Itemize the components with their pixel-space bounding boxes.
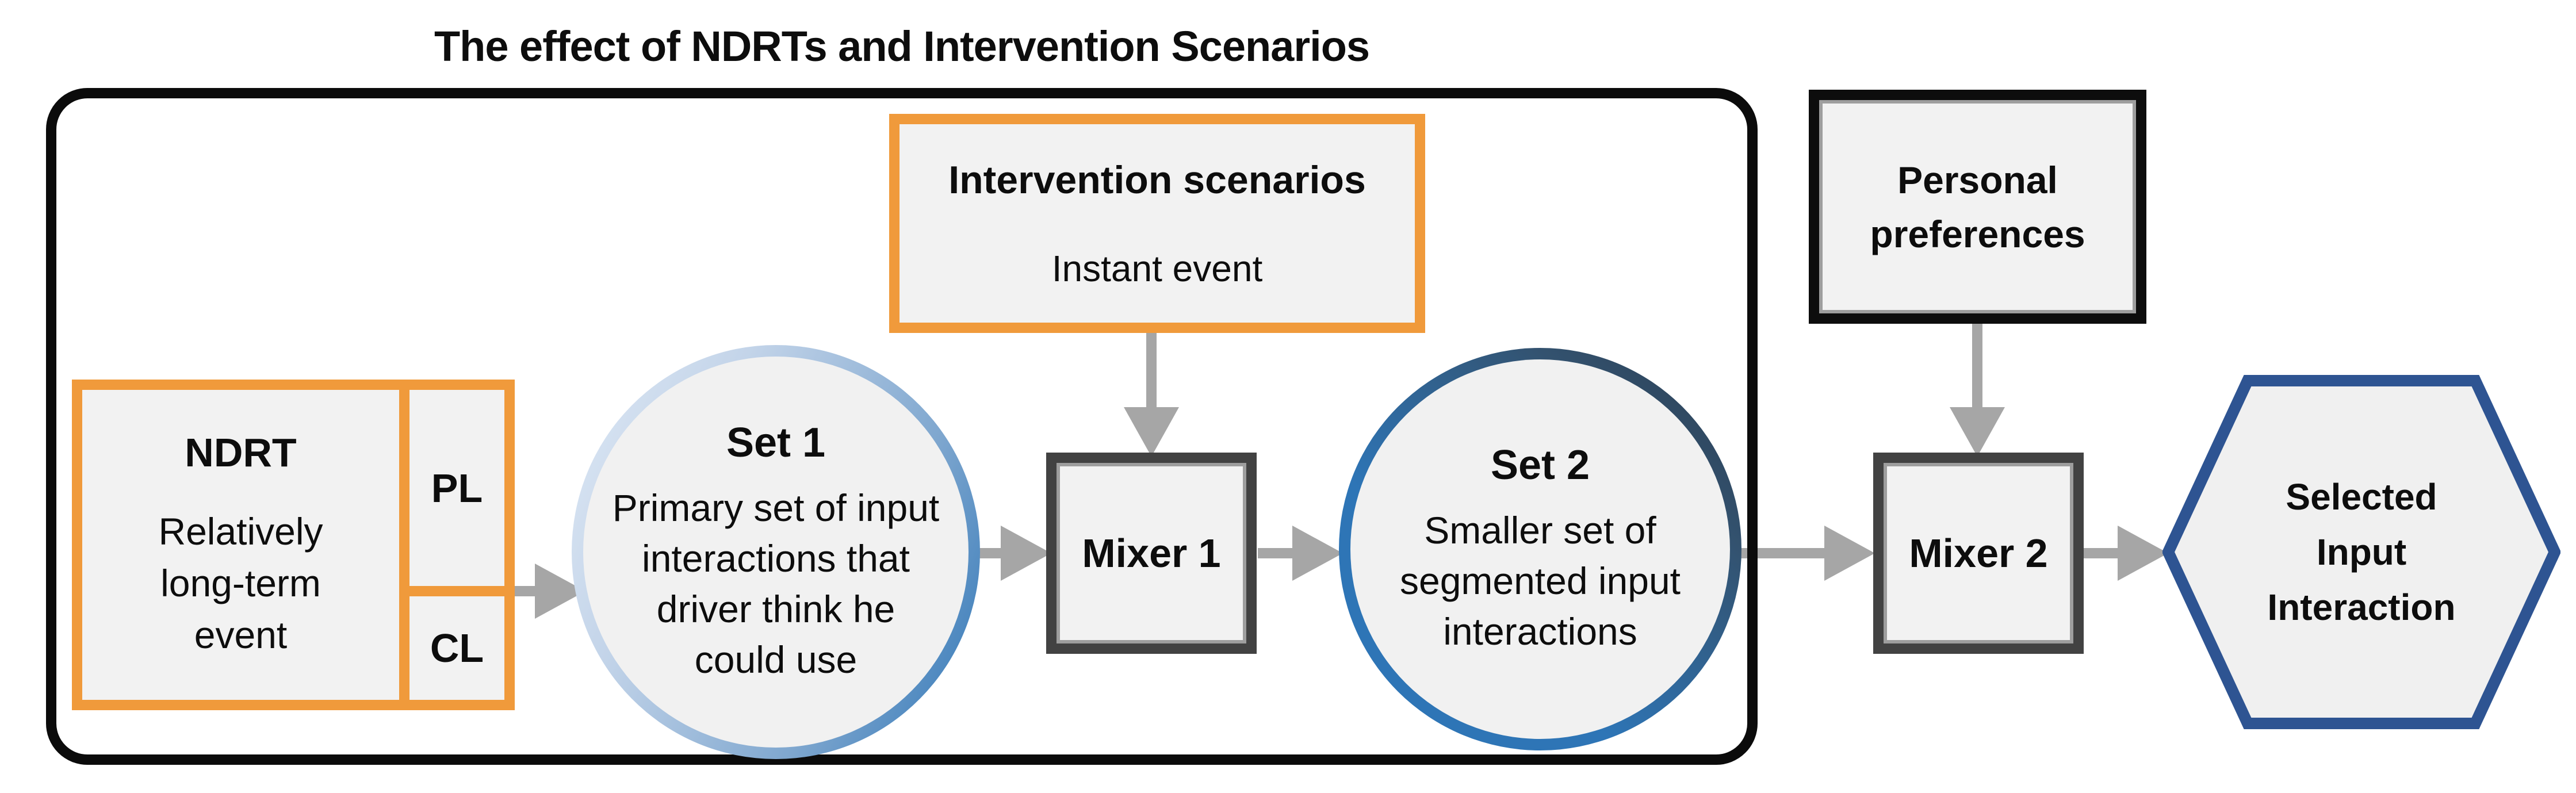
mixer2-box: Mixer 2 — [1873, 453, 2084, 654]
arrow-shaft — [1146, 333, 1157, 409]
arrow-shaft — [514, 586, 537, 596]
intervention-scenarios-box: Intervention scenarios Instant event — [889, 114, 1425, 333]
selected-input-interaction-hexagon: Selected Input Interaction — [2162, 374, 2560, 730]
set1-circle: Set 1 Primary set of input interactions … — [572, 345, 980, 759]
ndrt-box: NDRT Relatively long-term event PL CL — [72, 380, 515, 710]
ndrt-horizontal-divider — [409, 586, 504, 596]
set2-title: Set 2 — [1490, 442, 1590, 488]
hexagon-shape-icon — [2162, 375, 2560, 729]
intervention-description: Instant event — [1051, 247, 1263, 289]
arrow-shaft — [1972, 324, 1982, 409]
set2-circle: Set 2 Smaller set of segmented input int… — [1339, 348, 1741, 750]
arrow-head — [1292, 526, 1343, 581]
ndrt-vertical-divider — [399, 390, 409, 700]
ndrt-cl-cell: CL — [430, 626, 484, 671]
personal-preferences-label: Personal preferences — [1870, 158, 2085, 255]
arrow-head — [1950, 407, 2005, 457]
set1-description: Primary set of input interactions that d… — [612, 486, 940, 681]
set1-circle-inner: Set 1 Primary set of input interactions … — [583, 357, 969, 748]
ndrt-title: NDRT — [185, 430, 297, 475]
arrow-shaft — [2083, 548, 2119, 558]
arrow-shaft — [1258, 548, 1293, 558]
arrow-head — [2118, 526, 2168, 581]
arrow-head — [1001, 526, 1051, 581]
selected-input-interaction-text: Selected Input Interaction — [2267, 476, 2456, 628]
set2-description: Smaller set of segmented input interacti… — [1399, 509, 1681, 653]
ndrt-main-cell: NDRT Relatively long-term event — [82, 390, 399, 700]
arrow-head — [1824, 526, 1875, 581]
ndrt-side-column: PL CL — [409, 390, 504, 700]
ndrt-pl-cell: PL — [431, 465, 483, 511]
diagram-title: The effect of NDRTs and Intervention Sce… — [434, 22, 1370, 70]
arrow-shaft — [1738, 548, 1825, 558]
set2-circle-inner: Set 2 Smaller set of segmented input int… — [1350, 359, 1730, 739]
selected-input-interaction-label: Selected Input Interaction — [2162, 374, 2560, 730]
mixer1-box: Mixer 1 — [1046, 453, 1257, 654]
arrow-head — [1124, 407, 1179, 457]
intervention-title: Intervention scenarios — [948, 158, 1366, 202]
arrow-shaft — [978, 548, 1002, 558]
ndrt-description: Relatively long-term event — [158, 509, 323, 656]
set1-title: Set 1 — [726, 420, 826, 466]
personal-preferences-box: Personal preferences — [1809, 90, 2146, 324]
